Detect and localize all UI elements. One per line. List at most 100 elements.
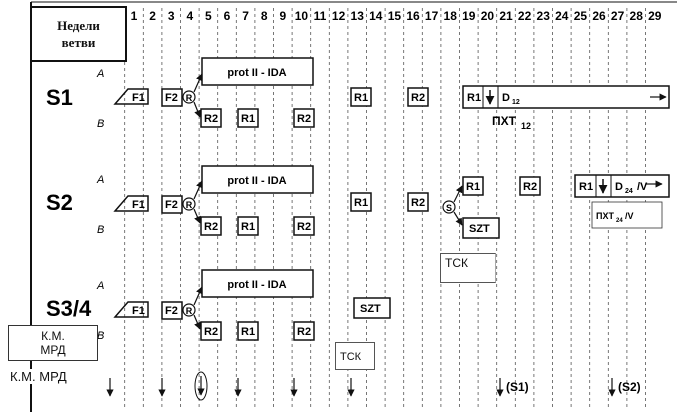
- week-number: 12: [332, 9, 346, 23]
- r1-block: [350, 87, 372, 107]
- week-number: 8: [261, 9, 268, 23]
- r2-block: [293, 108, 315, 128]
- prot-ii-ida-block: [201, 165, 314, 194]
- arm-label-s1: S1: [46, 85, 73, 110]
- randomization-label: R: [186, 93, 193, 103]
- week-number: 20: [481, 9, 495, 23]
- r1-block: [237, 321, 259, 341]
- week-number: 7: [242, 9, 249, 23]
- d-label: D: [615, 181, 623, 193]
- r1-block: [350, 192, 372, 212]
- r2-block: [200, 321, 222, 341]
- r1-block: [237, 216, 259, 236]
- km-mrd-box: К.М. МРД: [8, 325, 98, 361]
- r2-label: R2: [297, 221, 311, 233]
- highlighted-mrd: [194, 371, 208, 401]
- r1-block: [237, 108, 259, 128]
- szt-label: SZT: [360, 303, 381, 315]
- r2-label: R2: [204, 326, 218, 338]
- r1-block: [462, 176, 484, 196]
- pxt-label: ПХТ: [596, 211, 614, 221]
- f1-block: [113, 195, 149, 212]
- week-number: 15: [388, 9, 402, 23]
- week-number: 28: [630, 9, 644, 23]
- prot-ii-ida-label: prot II - IDA: [227, 279, 286, 291]
- week-number: 21: [499, 9, 513, 23]
- km-mrd-label: К.М. МРД: [9, 369, 68, 384]
- week-number: 29: [648, 9, 662, 23]
- header-branches: ветви: [61, 35, 96, 50]
- branch-b-label: B: [97, 224, 104, 236]
- r1-label: R1: [467, 92, 481, 104]
- prot-ii-ida-block: [201, 269, 314, 298]
- r2-label: R2: [297, 326, 311, 338]
- szt-block: [353, 297, 391, 319]
- f2-label: F2: [165, 199, 178, 211]
- r2-label: R2: [204, 221, 218, 233]
- week-number: 10: [295, 9, 309, 23]
- r2-block: [200, 108, 222, 128]
- pxt-label: ПХТ: [492, 114, 517, 128]
- f2-block: [161, 301, 183, 320]
- f2-label: F2: [165, 92, 178, 104]
- randomization-label: R: [186, 306, 193, 316]
- week-number: 1: [131, 9, 138, 23]
- week-number: 9: [279, 9, 286, 23]
- f1-label: F1: [132, 199, 145, 211]
- v-label: /V: [637, 181, 648, 193]
- week-number: 18: [444, 9, 458, 23]
- f1-block: [113, 88, 149, 105]
- arm-label-s3-4: S3/4: [46, 296, 92, 321]
- r1-label: R1: [241, 326, 255, 338]
- pxt-box: [591, 201, 663, 229]
- randomization-label: R: [186, 200, 193, 210]
- prot-ii-ida-label: prot II - IDA: [227, 67, 286, 79]
- r2-block: [293, 321, 315, 341]
- week-number: 17: [425, 9, 439, 23]
- branch-b-label: B: [97, 330, 104, 342]
- r2-label: R2: [523, 181, 537, 193]
- f1-label: F1: [132, 92, 145, 104]
- week-number: 26: [592, 9, 606, 23]
- r2-block: [407, 87, 429, 107]
- week-number: 23: [537, 9, 551, 23]
- stratification-circle: [442, 200, 456, 214]
- week-number: 22: [518, 9, 532, 23]
- week-number: 25: [574, 9, 588, 23]
- r2-block: [200, 216, 222, 236]
- arrow-to-a: [193, 180, 203, 200]
- r2-label: R2: [204, 113, 218, 125]
- r1-label: R1: [241, 113, 255, 125]
- stratification-label: S: [446, 203, 452, 213]
- szt-block: [462, 217, 500, 239]
- arm-s2: S2 A B F1 F2 R prot II - IDA R2 R1 R2 R1…: [46, 165, 670, 239]
- f1-label: F1: [132, 305, 145, 317]
- randomization-circle: [182, 197, 196, 211]
- tsk-box: ТСК: [335, 342, 375, 370]
- week-number: 27: [611, 9, 625, 23]
- r1-label: R1: [241, 221, 255, 233]
- week-number: 4: [186, 9, 193, 23]
- branch-a-label: A: [96, 280, 104, 292]
- week-number: 11: [314, 9, 327, 23]
- r2-block: [519, 176, 541, 196]
- week-number: 14: [369, 9, 383, 23]
- arrow-to-b: [193, 314, 201, 330]
- r1-label: R1: [354, 92, 368, 104]
- km-line1: К.М.: [41, 329, 65, 343]
- arrow-to-a: [193, 286, 203, 306]
- week-number: 13: [351, 9, 365, 23]
- pxt-sub: 12: [521, 121, 531, 131]
- d-sub: 24: [625, 188, 633, 195]
- d-label: D: [502, 92, 510, 104]
- arrow-to-a: [193, 73, 203, 93]
- week-number: 2: [149, 9, 156, 23]
- week-number: 3: [168, 9, 175, 23]
- szt-label: SZT: [469, 223, 490, 235]
- r2-label: R2: [411, 197, 425, 209]
- arrow-to-r1: [453, 185, 463, 203]
- r1-label: R1: [354, 197, 368, 209]
- arm-label-s2: S2: [46, 190, 73, 215]
